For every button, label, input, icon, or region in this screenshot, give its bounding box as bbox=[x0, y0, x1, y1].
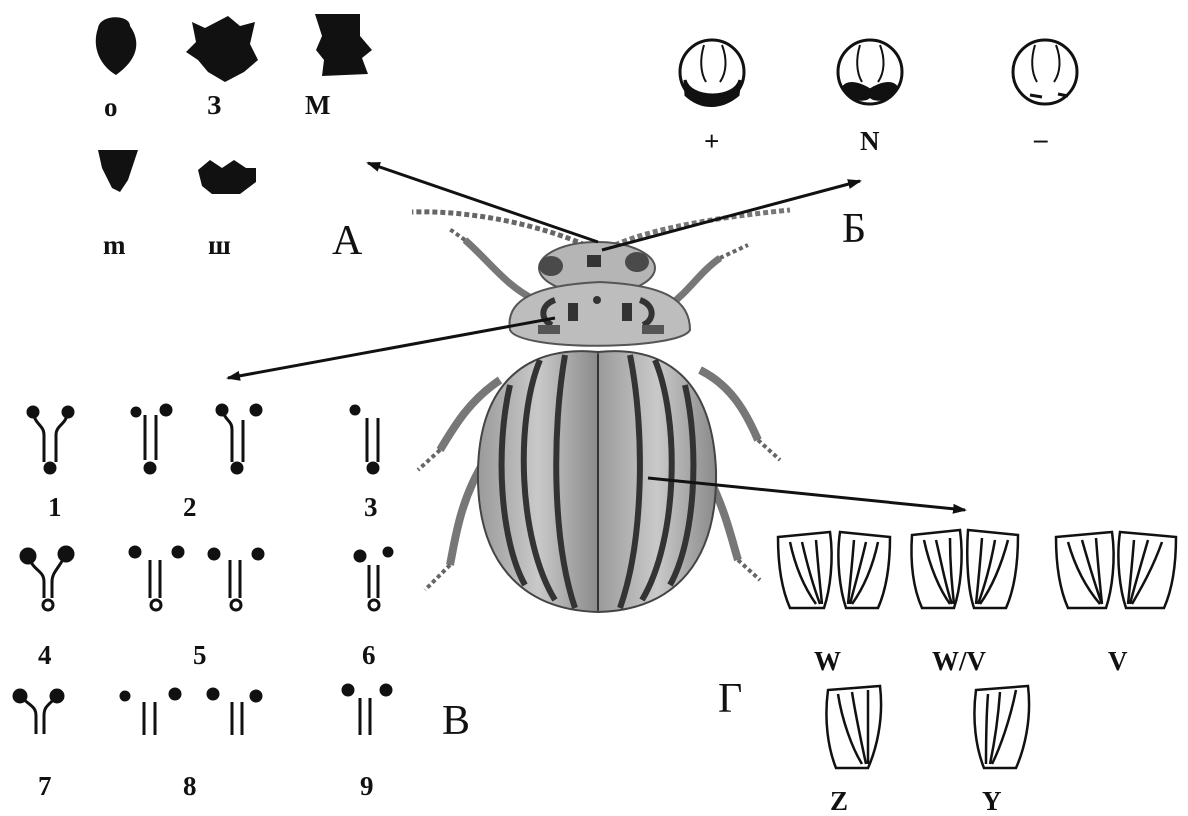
pattern-7 bbox=[14, 690, 63, 734]
label-type-v: V bbox=[1108, 648, 1128, 675]
label-type-wv: W/V bbox=[932, 648, 986, 675]
arrow-to-panel-a bbox=[368, 163, 598, 242]
shape-t bbox=[98, 150, 138, 192]
beetle-illustration bbox=[412, 210, 790, 612]
label-mark-n: N bbox=[860, 128, 880, 155]
arrow-to-panel-b bbox=[602, 181, 860, 250]
panel-letter-a: А bbox=[332, 220, 362, 262]
pattern-9 bbox=[343, 685, 391, 735]
label-mark-minus: – bbox=[1034, 126, 1048, 153]
label-shape-z: З bbox=[207, 92, 221, 119]
label-mark-plus: + bbox=[704, 128, 719, 155]
label-pattern-9: 9 bbox=[360, 773, 374, 800]
label-pattern-1: 1 bbox=[48, 494, 62, 521]
shape-m bbox=[315, 14, 372, 76]
label-type-z: Z bbox=[830, 788, 848, 815]
label-pattern-5: 5 bbox=[193, 642, 207, 669]
label-pattern-7: 7 bbox=[38, 773, 52, 800]
panel-b-shapes bbox=[680, 40, 1077, 106]
label-pattern-3: 3 bbox=[364, 494, 378, 521]
pattern-5a bbox=[130, 547, 183, 610]
panel-v-patterns bbox=[14, 405, 392, 735]
pattern-8a bbox=[121, 689, 180, 735]
label-pattern-2: 2 bbox=[183, 494, 197, 521]
pattern-5b bbox=[209, 549, 263, 610]
label-type-w: W bbox=[814, 648, 841, 675]
pattern-2a bbox=[132, 405, 171, 473]
pattern-8b bbox=[208, 689, 261, 735]
label-type-y: Y bbox=[982, 788, 1002, 815]
shape-z bbox=[186, 16, 258, 82]
panel-letter-b: Б bbox=[842, 208, 866, 250]
pattern-6 bbox=[355, 548, 392, 610]
label-shape-m: М bbox=[305, 92, 330, 119]
panel-a-shapes bbox=[96, 14, 372, 194]
pattern-1 bbox=[28, 407, 73, 473]
pattern-2b bbox=[217, 405, 261, 473]
elytra-z bbox=[826, 686, 881, 768]
label-shape-sh: ш bbox=[208, 232, 231, 259]
head-spot-plus bbox=[680, 40, 744, 106]
panel-letter-g: Г bbox=[718, 678, 742, 720]
head-spot-n bbox=[838, 40, 902, 104]
label-pattern-4: 4 bbox=[38, 642, 52, 669]
elytra-w bbox=[778, 532, 890, 608]
pattern-4 bbox=[21, 547, 73, 610]
label-pattern-6: 6 bbox=[362, 642, 376, 669]
label-shape-t: m bbox=[103, 232, 126, 259]
label-shape-o: о bbox=[104, 94, 118, 121]
elytra-v bbox=[1056, 532, 1176, 608]
head-spot-minus bbox=[1013, 40, 1077, 104]
elytra-wv bbox=[911, 530, 1018, 608]
elytra-y bbox=[974, 686, 1029, 768]
label-pattern-8: 8 bbox=[183, 773, 197, 800]
pattern-3 bbox=[351, 406, 378, 473]
shape-o bbox=[96, 17, 137, 75]
shape-sh bbox=[198, 160, 256, 194]
arrow-to-panel-v bbox=[228, 318, 555, 378]
panel-letter-v: В bbox=[442, 700, 470, 742]
